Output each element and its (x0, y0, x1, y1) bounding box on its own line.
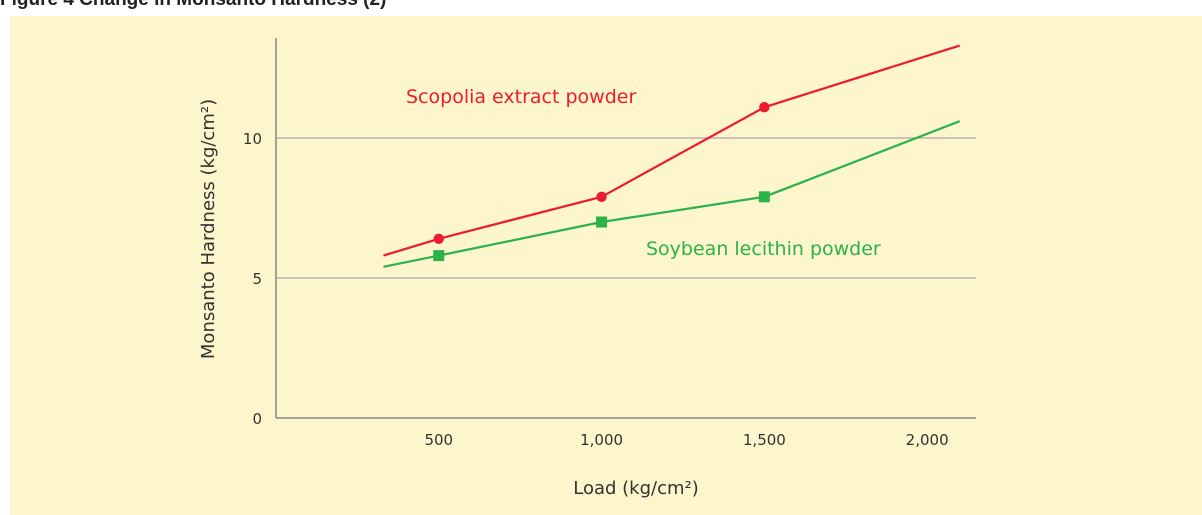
data-point-square (433, 250, 445, 262)
x-tick-label: 1,000 (580, 431, 623, 449)
y-tick-label: 10 (243, 130, 262, 148)
axes (275, 38, 976, 419)
data-point-circle (759, 102, 770, 113)
chart-panel: 0 5 10 500 1,000 1,500 2,000 Load (kg/cm²) Mons… (10, 16, 1202, 515)
x-tick-label: 1,500 (743, 431, 786, 449)
series-label-2: Soybean lecithin powder (646, 238, 881, 260)
y-tick-label: 0 (252, 410, 262, 428)
data-point-circle (596, 191, 607, 202)
line-chart: 0 5 10 500 1,000 1,500 2,000 Load (kg/cm²) Mons… (10, 16, 1202, 515)
data-point-square (758, 191, 770, 203)
x-axis-title: Load (kg/cm²) (573, 478, 699, 499)
tick-labels: 0 5 10 500 1,000 1,500 2,000 (243, 130, 949, 449)
x-tick-label: 2,000 (906, 431, 949, 449)
series-label-1: Scopolia extract powder (406, 86, 636, 108)
chart-background (10, 16, 1202, 515)
data-point-circle (433, 233, 444, 244)
y-axis-title: Monsanto Hardness (kg/cm²) (198, 99, 219, 359)
chart-labels: Load (kg/cm²) Monsanto Hardness (kg/cm²) S… (198, 86, 881, 499)
gridlines (276, 137, 976, 279)
series (383, 44, 961, 268)
data-point-square (596, 216, 608, 228)
figure-title: Figure 4 Change in Monsanto Hardness (2) (0, 0, 386, 13)
x-tick-label: 500 (424, 431, 453, 449)
y-tick-label: 5 (252, 270, 262, 288)
